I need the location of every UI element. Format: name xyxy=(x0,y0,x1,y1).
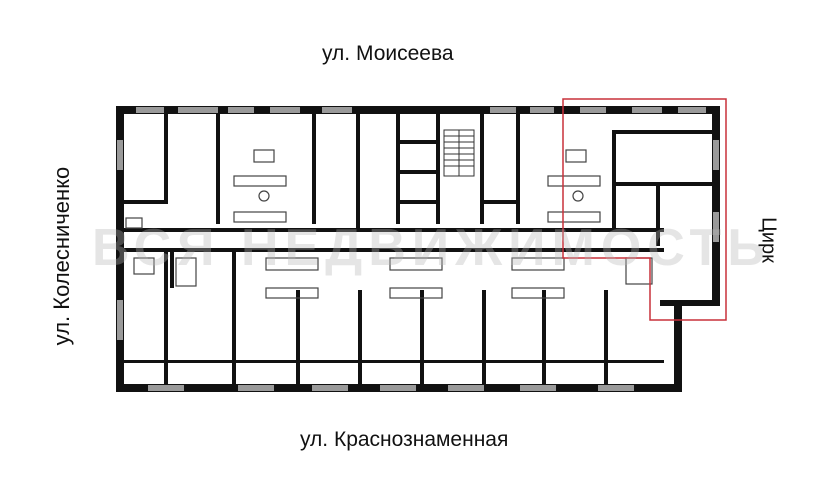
stove-icon xyxy=(125,217,653,299)
street-label-top: ул. Моисеева xyxy=(322,42,454,65)
street-label-left: ул. Колесниченко xyxy=(49,166,74,346)
highlighted-apartment-outline xyxy=(562,98,727,321)
bathtub-icon xyxy=(233,149,601,223)
street-label-right: Цирк xyxy=(757,217,780,263)
watermark-text: ВСЯ НЕДВИЖИМОСТЬ xyxy=(92,219,771,277)
street-label-bottom: ул. Краснознаменная xyxy=(300,428,509,451)
interior-walls xyxy=(124,114,712,384)
windows xyxy=(117,107,719,391)
stairs-icon xyxy=(443,129,475,177)
